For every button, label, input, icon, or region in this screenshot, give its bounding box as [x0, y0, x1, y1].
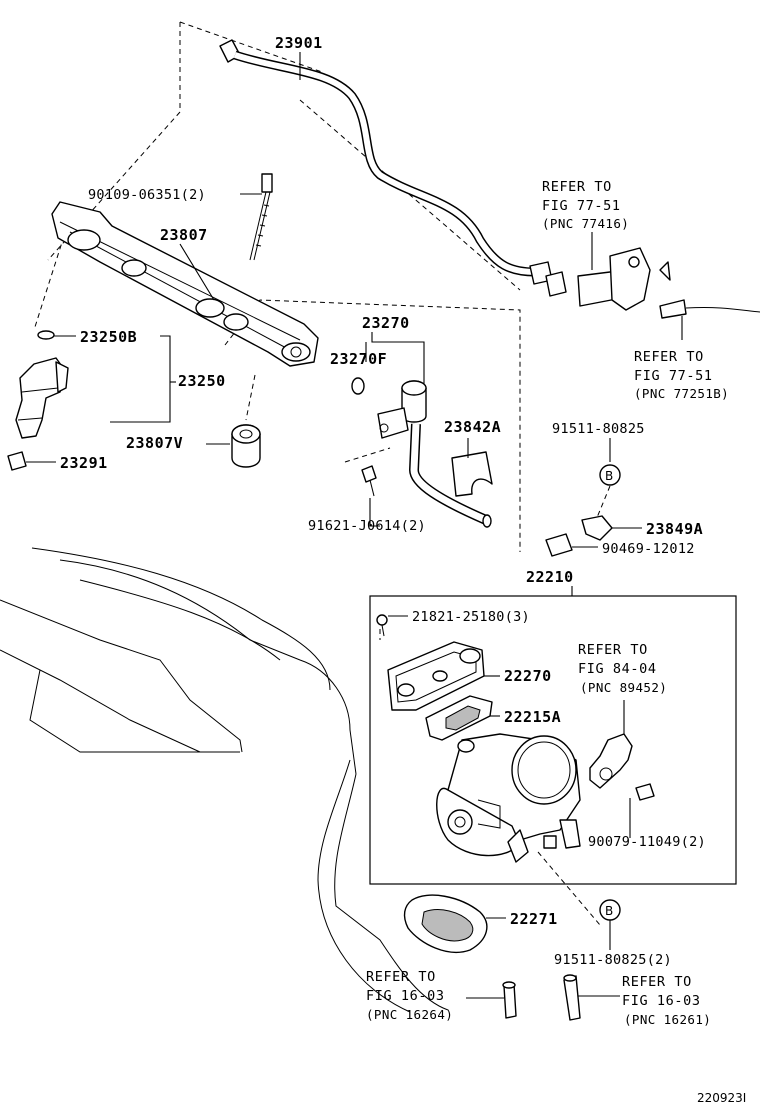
refer-77251-line2: FIG 77-51: [634, 368, 713, 384]
reference-note-89452[interactable]: REFER TO FIG 84-04 (PNC 89452): [578, 642, 667, 695]
part-number-91621[interactable]: 91621-J0614(2): [308, 518, 426, 534]
refer-77416-line3: (PNC 77416): [542, 216, 629, 231]
part-number-21821[interactable]: 21821-25180(3): [412, 609, 530, 625]
part-number-23807[interactable]: 23807: [160, 226, 208, 244]
part-number-23807V[interactable]: 23807V: [126, 434, 183, 452]
o-ring-23250B[interactable]: [37, 330, 55, 340]
throttle-body-assembly-frame: [369, 595, 737, 885]
bolt-91621[interactable]: [361, 465, 377, 497]
part-number-90469[interactable]: 90469-12012: [602, 541, 695, 557]
refer-77416-line2: FIG 77-51: [542, 198, 621, 214]
marker-label-b2: B: [605, 904, 613, 918]
reference-note-16264[interactable]: REFER TO FIG 16-03 (PNC 16264): [366, 969, 453, 1022]
refer-89452-line1: REFER TO: [578, 642, 648, 658]
part-number-22271[interactable]: 22271: [510, 910, 558, 928]
part-number-23270F[interactable]: 23270F: [330, 350, 387, 368]
part-number-23291[interactable]: 23291: [60, 454, 108, 472]
part-number-91511-bottom[interactable]: 91511-80825(2): [554, 952, 672, 968]
part-number-23842A[interactable]: 23842A: [444, 418, 501, 436]
seal-23291[interactable]: [7, 451, 27, 471]
part-number-23250B[interactable]: 23250B: [80, 328, 137, 346]
throttle-position-sensor: [589, 733, 633, 789]
intake-manifold-outline: [0, 547, 449, 1013]
fuel-hose-23901[interactable]: [219, 39, 567, 297]
part-number-90079[interactable]: 90079-11049(2): [588, 834, 706, 850]
part-number-23849A[interactable]: 23849A: [646, 520, 703, 538]
refer-89452-line2: FIG 84-04: [578, 661, 657, 677]
throttle-body-22210[interactable]: [436, 733, 581, 863]
part-number-22210[interactable]: 22210: [526, 568, 574, 586]
refer-16261-line1: REFER TO: [622, 974, 692, 990]
refer-16264-line2: FIG 16-03: [366, 988, 445, 1004]
hose-16264: [502, 981, 517, 1019]
reference-note-77416[interactable]: REFER TO FIG 77-51 (PNC 77416): [542, 179, 629, 231]
refer-16261-line2: FIG 16-03: [622, 993, 701, 1009]
reference-note-77251B[interactable]: REFER TO FIG 77-51 (PNC 77251B): [634, 349, 729, 401]
screw-21821[interactable]: [376, 614, 388, 637]
part-number-23250[interactable]: 23250: [178, 372, 226, 390]
clip-90469[interactable]: [545, 533, 573, 557]
part-number-23270[interactable]: 23270: [362, 314, 410, 332]
refer-77251-line3: (PNC 77251B): [634, 386, 729, 401]
fuel-delivery-pipe-23807[interactable]: [51, 201, 319, 367]
o-ring-23270F[interactable]: [351, 377, 365, 395]
refer-16261-line3: (PNC 16261): [624, 1012, 711, 1027]
hose-16261: [563, 974, 581, 1021]
fuel-injector-23250[interactable]: [15, 357, 69, 439]
screw-90079[interactable]: [635, 783, 655, 801]
refer-77416-line1: REFER TO: [542, 179, 612, 195]
refer-77251-line1: REFER TO: [634, 349, 704, 365]
part-number-90109[interactable]: 90109-06351(2): [88, 187, 206, 203]
part-number-22270[interactable]: 22270: [504, 667, 552, 685]
gasket-22271[interactable]: [403, 894, 488, 953]
part-number-23901[interactable]: 23901: [275, 34, 323, 52]
reference-note-16261[interactable]: REFER TO FIG 16-03 (PNC 16261): [622, 974, 711, 1027]
diagram-code: 220923I: [697, 1091, 746, 1105]
refer-89452-line3: (PNC 89452): [580, 680, 667, 695]
part-number-91511-top[interactable]: 91511-80825: [552, 421, 645, 437]
refer-16264-line1: REFER TO: [366, 969, 436, 985]
sensor-bracket-connector: [577, 247, 760, 319]
idle-speed-control-valve-22270[interactable]: [387, 641, 485, 711]
insulator-23807V[interactable]: [231, 424, 261, 468]
bolt-90109[interactable]: [249, 173, 273, 261]
reference-marker-b1: [599, 464, 621, 486]
marker-label-b1: B: [605, 469, 613, 483]
gasket-22215A[interactable]: [425, 695, 493, 741]
vsv-bracket-23849A[interactable]: [581, 515, 613, 541]
clamp-23842A[interactable]: [451, 451, 493, 497]
vacuum-switching-valve-23270[interactable]: [377, 380, 492, 528]
part-number-22215A[interactable]: 22215A: [504, 708, 561, 726]
refer-16264-line3: (PNC 16264): [366, 1007, 453, 1022]
